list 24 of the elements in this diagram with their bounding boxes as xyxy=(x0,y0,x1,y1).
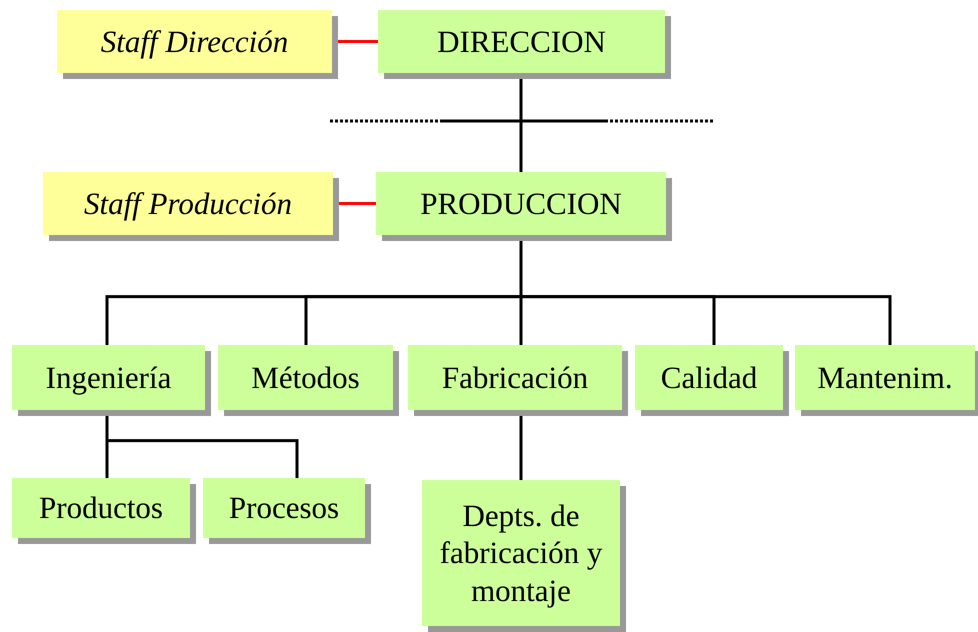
department-box xyxy=(378,10,665,73)
box-label: Mantenim. xyxy=(817,358,953,396)
department-box xyxy=(12,345,205,410)
department-box xyxy=(376,172,666,235)
staff-box xyxy=(57,10,332,73)
box-label: Staff Producción xyxy=(84,184,292,222)
box-label: DIRECCION xyxy=(437,22,606,60)
box-label: Fabricación xyxy=(442,358,588,396)
box-label: Depts. de fabricación y montaje xyxy=(438,497,604,609)
department-box xyxy=(422,480,620,626)
box-label: Ingeniería xyxy=(46,358,172,396)
department-box xyxy=(12,478,190,538)
box-label: Procesos xyxy=(228,489,340,527)
staff-box xyxy=(43,172,333,235)
department-box xyxy=(635,345,783,410)
department-box xyxy=(408,345,622,410)
box-label: Métodos xyxy=(251,358,360,396)
box-label: PRODUCCION xyxy=(420,184,622,222)
box-label: Staff Dirección xyxy=(100,22,288,60)
box-label: Calidad xyxy=(660,358,758,396)
department-box xyxy=(203,478,365,538)
box-label: Productos xyxy=(39,489,163,527)
department-box xyxy=(218,345,393,410)
department-box xyxy=(795,345,975,410)
